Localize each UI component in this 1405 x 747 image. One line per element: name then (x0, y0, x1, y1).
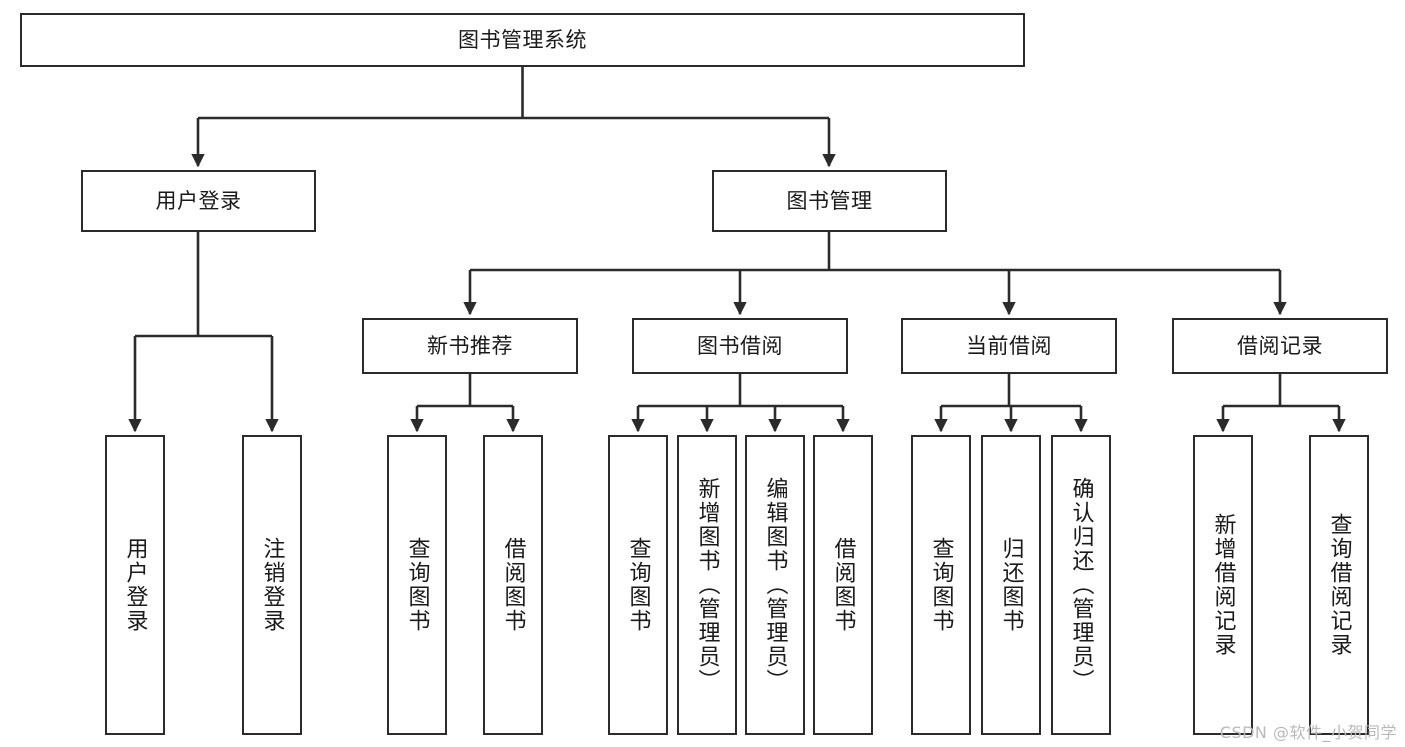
node-user-login-label: 用户登录 (155, 188, 242, 213)
node-user-login[interactable]: 用户登录 (81, 170, 316, 232)
node-new-book-recommend-label: 新书推荐 (427, 333, 513, 358)
node-leaf-add-book[interactable]: 新增图书（管理员） (677, 435, 737, 735)
node-new-book-recommend[interactable]: 新书推荐 (362, 318, 578, 374)
node-leaf-query-book-1-label: 查询图书 (404, 537, 430, 633)
node-leaf-add-record-label: 新增借阅记录 (1210, 513, 1236, 657)
node-book-borrow[interactable]: 图书借阅 (632, 318, 848, 374)
node-leaf-confirm-return[interactable]: 确认归还（管理员） (1051, 435, 1111, 735)
node-root-label: 图书管理系统 (458, 27, 587, 52)
node-leaf-query-book-1[interactable]: 查询图书 (387, 435, 447, 735)
node-leaf-query-book-3-label: 查询图书 (928, 537, 954, 633)
node-leaf-borrow-book-1-label: 借阅图书 (500, 537, 526, 633)
node-book-management-label: 图书管理 (786, 188, 873, 213)
node-leaf-user-login[interactable]: 用户登录 (105, 435, 165, 735)
node-root[interactable]: 图书管理系统 (20, 13, 1025, 67)
node-current-borrow-label: 当前借阅 (966, 333, 1052, 358)
node-leaf-borrow-book-2[interactable]: 借阅图书 (813, 435, 873, 735)
node-leaf-logout-login-label: 注销登录 (259, 537, 285, 633)
node-leaf-query-record[interactable]: 查询借阅记录 (1309, 435, 1369, 735)
node-leaf-query-book-2-label: 查询图书 (625, 537, 651, 633)
node-leaf-logout-login[interactable]: 注销登录 (242, 435, 302, 735)
node-leaf-return-book-label: 归还图书 (998, 537, 1024, 633)
node-leaf-edit-book-label: 编辑图书（管理员） (762, 477, 788, 693)
node-borrow-record[interactable]: 借阅记录 (1172, 318, 1388, 374)
node-leaf-query-book-2[interactable]: 查询图书 (608, 435, 668, 735)
node-leaf-borrow-book-2-label: 借阅图书 (830, 537, 856, 633)
node-borrow-record-label: 借阅记录 (1237, 333, 1323, 358)
node-current-borrow[interactable]: 当前借阅 (901, 318, 1117, 374)
node-book-management[interactable]: 图书管理 (712, 170, 947, 232)
node-leaf-return-book[interactable]: 归还图书 (981, 435, 1041, 735)
node-leaf-edit-book[interactable]: 编辑图书（管理员） (745, 435, 805, 735)
node-book-borrow-label: 图书借阅 (697, 333, 783, 358)
node-leaf-add-book-label: 新增图书（管理员） (694, 477, 720, 693)
node-leaf-borrow-book-1[interactable]: 借阅图书 (483, 435, 543, 735)
node-leaf-add-record[interactable]: 新增借阅记录 (1193, 435, 1253, 735)
node-leaf-query-book-3[interactable]: 查询图书 (911, 435, 971, 735)
node-leaf-query-record-label: 查询借阅记录 (1326, 513, 1352, 657)
node-leaf-user-login-label: 用户登录 (122, 537, 148, 633)
node-leaf-confirm-return-label: 确认归还（管理员） (1068, 477, 1094, 693)
